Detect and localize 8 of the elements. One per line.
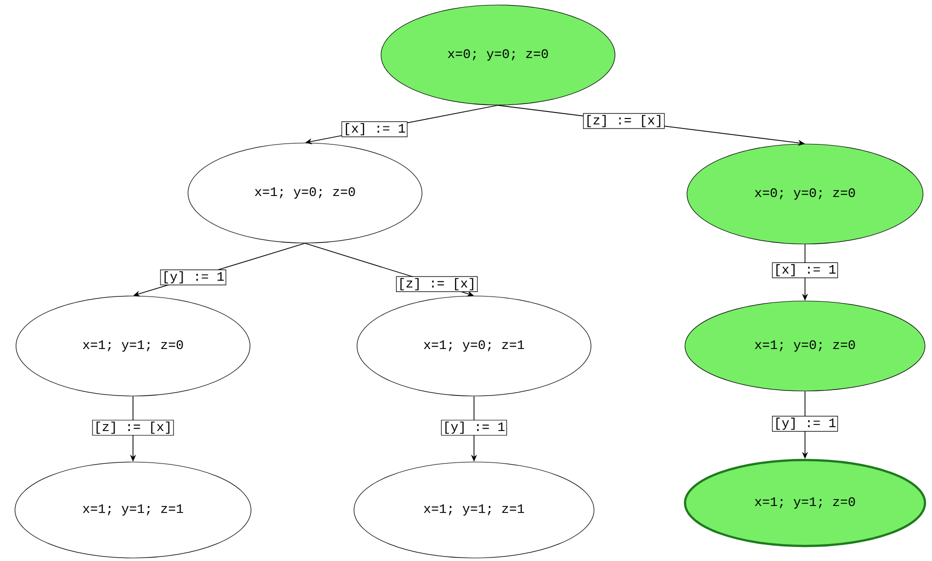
edge-label: [z] := [x]: [583, 113, 665, 129]
edge-label: [x] := 1: [772, 262, 838, 278]
edge-label: [y] := 1: [772, 416, 838, 432]
edge-label: [z] := [x]: [92, 420, 174, 436]
edge-label: [y] := 1: [160, 270, 226, 286]
edge-label: [z] := [x]: [396, 276, 478, 292]
edge-label: [x] := 1: [341, 121, 408, 138]
edge-label: [y] := 1: [441, 420, 507, 436]
